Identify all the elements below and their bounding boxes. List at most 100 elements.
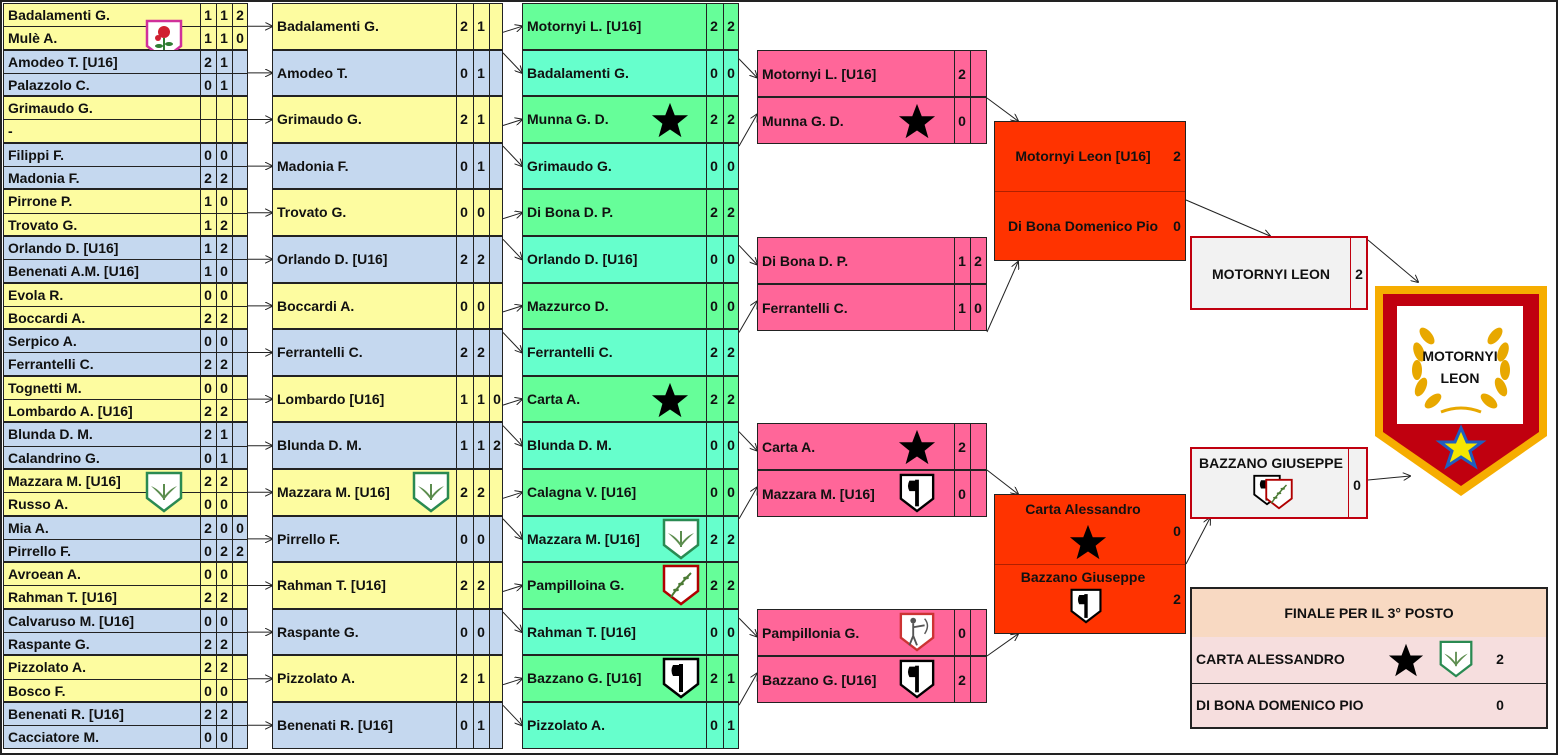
player-name: Pirrone P. <box>8 193 73 210</box>
player-name: Trovato G. <box>8 216 78 233</box>
player-name: Mia A. <box>8 519 49 536</box>
score-divider <box>970 51 971 96</box>
match-score: 0 <box>1353 477 1361 493</box>
set-score: 0 <box>236 30 244 47</box>
set-score <box>232 240 248 258</box>
score-divider <box>723 423 724 468</box>
score-divider <box>954 285 955 330</box>
star-icon <box>1388 642 1424 678</box>
score-divider <box>970 471 971 516</box>
score-divider <box>200 423 201 468</box>
score-divider <box>456 330 457 375</box>
set-score: 2 <box>710 111 718 128</box>
set-score: 0 <box>493 390 501 407</box>
set-score: 2 <box>204 403 212 420</box>
set-score: 2 <box>710 670 718 687</box>
set-score: 0 <box>204 612 212 629</box>
row-divider <box>4 725 247 727</box>
round1-match: Grimaudo G.- <box>3 96 248 143</box>
quarterfinal-slot: Motornyi L. [U16]2 <box>757 50 987 97</box>
score-divider <box>473 330 474 375</box>
set-score: 2 <box>974 253 982 269</box>
score-divider <box>473 423 474 468</box>
row-divider <box>4 585 247 587</box>
third-place-title: FINALE PER IL 3° POSTO <box>1284 605 1454 621</box>
score-divider <box>216 609 217 655</box>
score-divider <box>200 563 201 608</box>
score-divider <box>706 656 707 701</box>
set-score <box>232 589 248 607</box>
player-name: Tognetti M. <box>8 379 82 396</box>
player-name: Palazzolo C. <box>8 76 90 93</box>
player-name: Pirrello F. <box>277 530 341 547</box>
set-score <box>232 566 248 584</box>
star-icon <box>898 428 936 466</box>
set-score: 0 <box>204 566 212 583</box>
set-score: 2 <box>204 519 212 536</box>
player-name: Blunda D. M. <box>527 437 612 454</box>
set-score: 0 <box>204 496 212 513</box>
score-divider <box>456 4 457 49</box>
player-name: Rahman T. [U16] <box>527 623 636 640</box>
score-divider <box>473 563 474 608</box>
score-divider <box>723 143 724 189</box>
set-score: 1 <box>220 53 228 70</box>
set-score <box>232 659 248 677</box>
score-divider <box>970 657 971 702</box>
set-score: 0 <box>460 717 468 733</box>
score-divider <box>232 376 233 422</box>
score-divider <box>723 470 724 515</box>
quarterfinal-slot: Munna G. D.0 <box>757 97 987 144</box>
quarterfinal-slot: Carta A.2 <box>757 423 987 470</box>
set-score: 0 <box>727 251 735 267</box>
set-score: 1 <box>727 670 735 687</box>
set-score: 1 <box>204 240 212 256</box>
score-divider <box>489 283 490 329</box>
third-place-header: FINALE PER IL 3° POSTO <box>1192 589 1546 638</box>
score-divider <box>200 97 201 142</box>
set-score <box>232 356 248 374</box>
quarterfinal-slot: Mazzara M. [U16]0 <box>757 470 987 517</box>
set-score: 0 <box>460 297 468 314</box>
set-score: 2 <box>204 473 212 489</box>
set-score: 0 <box>204 682 212 699</box>
set-score <box>232 123 248 141</box>
score-divider <box>216 563 217 608</box>
set-score: 2 <box>710 530 718 547</box>
score-divider <box>723 609 724 655</box>
set-score: 0 <box>204 379 212 396</box>
score-divider <box>232 237 233 282</box>
set-score: 2 <box>220 309 228 326</box>
match-score: 0 <box>1173 218 1181 234</box>
set-score: 1 <box>460 437 468 454</box>
set-score: 1 <box>204 7 212 23</box>
score-divider <box>706 423 707 468</box>
set-score: 1 <box>204 30 212 47</box>
player-name: Boccardi A. <box>277 297 355 314</box>
score-divider <box>1350 238 1351 308</box>
set-score <box>970 672 986 690</box>
set-score: 2 <box>204 309 212 326</box>
star-icon <box>898 102 936 140</box>
set-score <box>232 54 248 72</box>
score-divider <box>200 143 201 189</box>
set-score <box>232 496 248 514</box>
player-name: Motornyi L. [U16] <box>527 18 642 34</box>
set-score <box>489 65 505 83</box>
set-score: 0 <box>710 157 718 174</box>
score-divider <box>216 330 217 375</box>
player-name: Pizzolato A. <box>277 670 356 687</box>
set-score: 1 <box>220 426 228 443</box>
axe-icon <box>898 472 936 514</box>
score-divider <box>456 470 457 515</box>
player-name: Rahman T. [U16] <box>277 577 386 594</box>
row-divider <box>4 678 247 680</box>
player-name: DI BONA DOMENICO PIO <box>1196 697 1364 713</box>
